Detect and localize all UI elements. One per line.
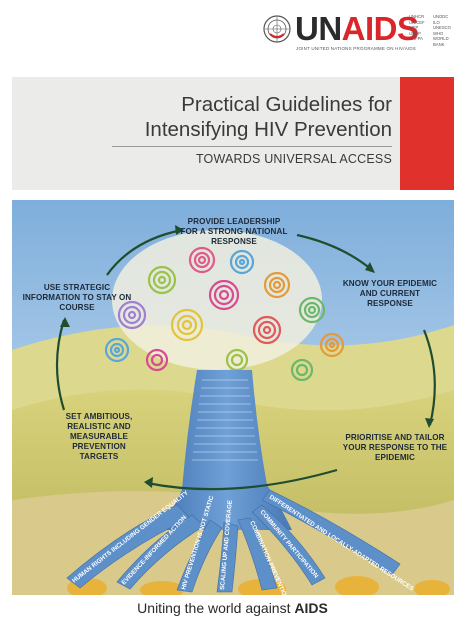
- cycle-step-know-epidemic: KNOW YOUR EPIDEMIC AND CURRENT RESPONSE: [342, 279, 438, 308]
- cycle-arrow: [296, 233, 373, 271]
- root: [237, 517, 278, 591]
- logo-prefix: UN: [295, 10, 342, 47]
- cycle-step-set-targets: SET AMBITIOUS, REALISTIC AND MEASURABLE …: [65, 412, 133, 461]
- header: UNAIDS JOINT UNITED NATIONS PROGRAMME ON…: [0, 0, 465, 62]
- root: [261, 489, 401, 576]
- cosponsor-name: UNHCR: [409, 14, 425, 19]
- cosponsor-name: WORLD BANK: [433, 36, 449, 47]
- root: [176, 519, 223, 593]
- cosponsor-name: UNICEF: [409, 19, 425, 25]
- cycle-arrow: [146, 468, 338, 491]
- cosponsor-name: UNODC: [433, 14, 449, 19]
- title-accent-block: [400, 77, 454, 190]
- tagline-text: Uniting the world against: [137, 600, 291, 616]
- cycle-step-leadership: PROVIDE LEADERSHIP FOR A STRONG NATIONAL…: [180, 217, 288, 246]
- page-subtitle: TOWARDS UNIVERSAL ACCESS: [195, 152, 392, 166]
- cosponsor-name: UNESCO: [433, 25, 451, 31]
- root: [116, 514, 205, 590]
- cycle-step-strategic-info: USE STRATEGIC INFORMATION TO STAY ON COU…: [22, 283, 132, 312]
- logo-subtitle: JOINT UNITED NATIONS PROGRAMME ON HIV/AI…: [296, 46, 416, 51]
- cycle-arrow: [55, 319, 66, 411]
- trunk-text-lines: [192, 379, 258, 461]
- tree-crown: [104, 230, 345, 382]
- tree-illustration: HUMAN RIGHTS INCLUDING GENDER EQUALITY E…: [12, 200, 454, 595]
- root: [216, 521, 239, 593]
- cosponsor-name: WHO: [433, 30, 444, 36]
- unaids-logo: UNAIDS: [295, 10, 419, 48]
- cosponsor-name: WFP: [409, 25, 419, 31]
- logo-suffix: AIDS: [341, 10, 419, 47]
- un-emblem-icon: [263, 15, 291, 43]
- cosponsor-name: UNDP: [409, 30, 421, 36]
- tagline-strong: AIDS: [294, 600, 328, 616]
- cycle-step-prioritise: PRIORITISE AND TAILOR YOUR RESPONSE TO T…: [342, 433, 448, 462]
- root: [66, 504, 191, 589]
- footer-tagline: Uniting the world against AIDS: [0, 600, 465, 616]
- cycle-arrow: [106, 228, 183, 276]
- tree-trunk: [162, 370, 292, 530]
- title-divider: [112, 146, 392, 147]
- title-line: Practical Guidelines for: [181, 93, 392, 116]
- cycle-arrow: [422, 329, 436, 426]
- arrowheads: [60, 225, 434, 488]
- root: [251, 504, 326, 586]
- cosponsor-name: ILO: [433, 19, 440, 25]
- title-line: Intensifying HIV Prevention: [144, 118, 392, 141]
- cycle-arrows: [55, 228, 436, 491]
- page-title: Practical Guidelines for Intensifying HI…: [102, 92, 392, 142]
- roots: [66, 489, 401, 593]
- cosponsor-name: UNFPA: [409, 36, 423, 42]
- title-band: [12, 77, 454, 190]
